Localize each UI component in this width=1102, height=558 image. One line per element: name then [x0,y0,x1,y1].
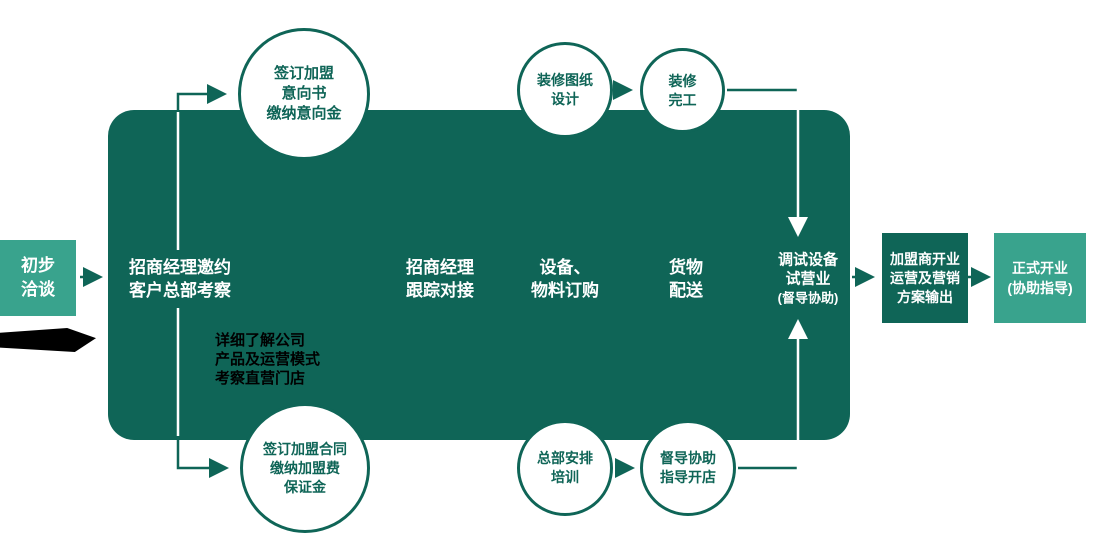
text-line: 意向书 [281,85,327,102]
text-line: 培训 [551,469,579,485]
text-line: (协助指导) [1007,280,1073,296]
main-process-block [108,110,850,440]
black-artifact-shape [0,328,96,352]
text-line: 加盟商开业 [890,250,960,267]
text-line: 配送 [669,281,703,300]
text-line: 产品及运营模式 [215,351,321,368]
text-line: 考察直营门店 [215,370,306,387]
text-line: 试营业 [785,270,831,288]
circle-sign-contract: 签订加盟合同 缴纳加盟费 保证金 [240,403,370,533]
text-line: 签订加盟合同 [263,440,347,457]
box-franchisee-opening-plan: 加盟商开业 运营及营销 方案输出 [882,233,968,323]
text-line: 设计 [551,91,579,107]
step-invite-hq-inspection: 招商经理邀约 客户总部考察 [129,256,231,302]
circle-renovation-design: 装修图纸 设计 [517,42,613,138]
start-box-initial-talk: 初步 洽谈 [0,240,76,316]
text-line: 运营及营销 [890,269,960,286]
text-line: 督导协助 [660,450,716,466]
annotation-text: 详细了解公司 产品及运营模式 考察直营门店 [215,331,320,388]
text-line: 保证金 [284,478,326,495]
text-line: 物料订购 [531,281,599,300]
text-line: 装修 [668,72,697,89]
text-line: 完工 [668,91,697,108]
text-line: 跟踪对接 [406,281,474,300]
text-line: 客户总部考察 [129,281,231,300]
text-line: 签订加盟 [273,65,334,82]
step-goods-delivery: 货物 配送 [669,256,703,302]
text-line: 设备、 [539,258,591,277]
text-line: 招商经理 [406,258,474,277]
circle-sign-intent-letter: 签订加盟 意向书 缴纳意向金 [238,28,370,160]
circle-supervision-opening: 督导协助 指导开店 [640,420,736,516]
text-line: 缴纳加盟费 [270,459,340,476]
circle-renovation-complete: 装修 完工 [640,48,725,133]
box-official-opening: 正式开业 (协助指导) [994,233,1086,323]
circle-hq-training: 总部安排 培训 [517,420,613,516]
text-line: 指导开店 [660,469,716,485]
text-line: (督导协助) [777,290,839,306]
text-line: 方案输出 [897,288,953,305]
text-line: 正式开业 [1012,260,1068,276]
text-line: 货物 [669,258,703,277]
text-line: 招商经理邀约 [129,258,231,277]
step-equipment-order: 设备、 物料订购 [531,256,599,302]
text-line: 初步 [21,256,55,275]
text-line: 详细了解公司 [215,332,306,349]
text-line: 总部安排 [537,450,593,466]
step-trial-operation: 调试设备 试营业 (督导协助) [778,251,839,308]
text-line: 缴纳意向金 [266,105,342,122]
text-line: 装修图纸 [537,72,593,88]
step-manager-follow-up: 招商经理 跟踪对接 [406,256,474,302]
text-line: 调试设备 [777,251,839,269]
text-line: 洽谈 [21,280,55,299]
